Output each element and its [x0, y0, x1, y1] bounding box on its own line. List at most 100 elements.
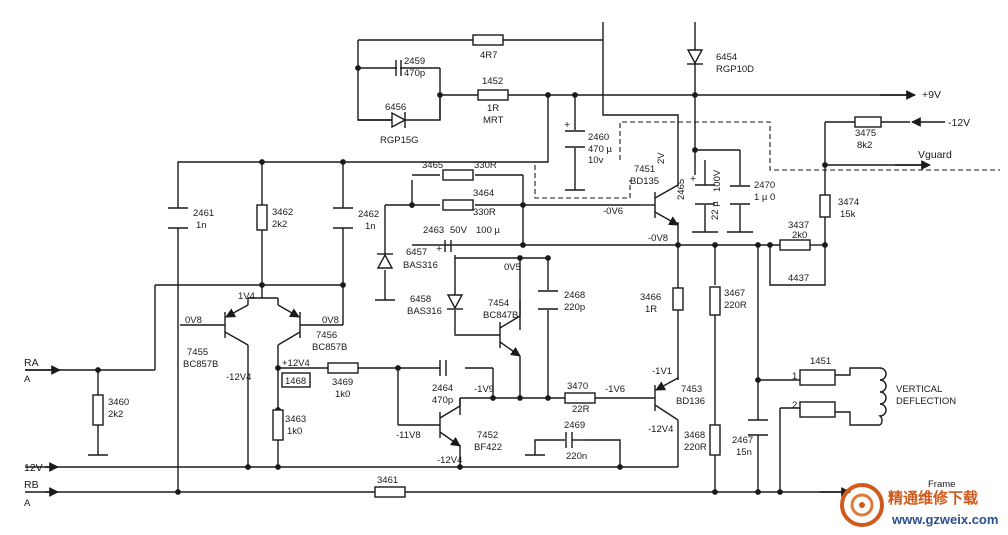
- ref-2463: 2463: [423, 225, 444, 236]
- val2-2463: 100 µ: [476, 225, 500, 236]
- val-2469: 220n: [566, 451, 587, 462]
- ref-3468: 3468: [684, 430, 705, 441]
- capacitor-2460: + 2460 470 µ 10v: [564, 119, 612, 166]
- ref-3460: 3460: [108, 397, 129, 408]
- val-2467: 15n: [736, 447, 752, 458]
- resistor-3463: 3463 1k0: [272, 409, 306, 441]
- val2-2460: 10v: [588, 155, 604, 166]
- val2-2465: 100V: [712, 169, 723, 192]
- ref-3464: 3464: [473, 188, 494, 199]
- val-6458: BAS316: [407, 306, 442, 317]
- val-1452: 1R: [487, 103, 499, 114]
- ref-6458: 6458: [410, 294, 431, 305]
- ref-3474: 3474: [838, 197, 859, 208]
- deflection-coil: VERTICAL DEFLECTION: [878, 367, 956, 426]
- val-6454: RGP10D: [716, 64, 754, 75]
- val-7456: BC857B: [312, 342, 347, 353]
- transistor-7456: 7456 BC857B: [247, 285, 347, 353]
- volt-m1v1: -1V1: [652, 366, 672, 377]
- ref-6456: 6456: [385, 102, 406, 113]
- ref-7451: 7451: [634, 164, 655, 175]
- val-3463: 1k0: [287, 426, 302, 437]
- volt-0v8b: 0V8: [322, 315, 339, 326]
- volt-m0v6: -0V6: [603, 206, 623, 217]
- wires: [25, 22, 925, 493]
- volt-m11v8: -11V8: [396, 430, 421, 441]
- val-7453: BD136: [676, 396, 705, 407]
- volt-m12v4b: -12V4: [437, 455, 462, 466]
- watermark-logo-icon: [840, 483, 884, 527]
- voltage-labels: 2V -0V6 -0V8 0V5 1V4 0V8 0V8 -12V4 +12V4…: [185, 152, 673, 466]
- pin2-1451: 2: [792, 400, 797, 411]
- resistor-3469: 3469 1k0: [327, 362, 359, 400]
- volt-m1v6: -1V6: [605, 384, 625, 395]
- ref-3461: 3461: [377, 475, 398, 486]
- ref-3469: 3469: [332, 377, 353, 388]
- rail-rb-sub: A: [24, 498, 31, 509]
- val-7452: BF422: [474, 442, 502, 453]
- ref-3465: 3465: [422, 160, 443, 171]
- val2-1452: MRT: [483, 115, 504, 126]
- ref-2468: 2468: [564, 290, 585, 301]
- plus-2463: +: [436, 243, 442, 255]
- volt-1v4: 1V4: [238, 291, 255, 302]
- ref-7456: 7456: [316, 330, 337, 341]
- rail-arrows: [25, 90, 945, 497]
- watermark-cn: 精通维修下载: [888, 489, 978, 507]
- val-7455: BC857B: [183, 359, 218, 370]
- transistor-7453: 7453 BD136: [652, 377, 705, 421]
- ref-3467: 3467: [724, 288, 745, 299]
- capacitor-2462: 2462 1n: [333, 207, 379, 232]
- ref-2464: 2464: [432, 383, 453, 394]
- resistor-3460: 3460 2k2: [92, 394, 129, 426]
- capacitor-2465: + 2465 100V 22 µ: [676, 169, 723, 220]
- resistor-3468: 3468 220R: [684, 424, 721, 456]
- ref-3463: 3463: [285, 414, 306, 425]
- val-3474: 15k: [840, 209, 856, 220]
- diode-6456: 6456 RGP15G: [358, 102, 419, 146]
- val-3464: 330R: [473, 207, 496, 218]
- val-2464: 470p: [432, 395, 453, 406]
- resistor-3437: 3437 2k0 4437: [779, 220, 811, 284]
- volt-m12v4c: -12V4: [648, 424, 673, 435]
- rail-frame: Frame: [928, 479, 955, 490]
- transistor-7455: 7455 BC857B: [183, 304, 249, 370]
- plus-2465: +: [690, 173, 696, 185]
- ref-1451: 1451: [810, 356, 831, 367]
- diode-6454: 6454 RGP10D: [686, 49, 754, 75]
- capacitor-2459: 2459 470p: [395, 56, 425, 79]
- ref-3470: 3470: [567, 381, 588, 392]
- coil-label-line1: VERTICAL: [896, 384, 942, 395]
- val-2460: 470 µ: [588, 144, 612, 155]
- coil-label-line2: DEFLECTION: [896, 396, 956, 407]
- val-6456: RGP15G: [380, 135, 419, 146]
- volt-2v: 2V: [656, 152, 667, 164]
- ref-7453: 7453: [681, 384, 702, 395]
- resistor-3464: 3464 330R: [442, 188, 496, 218]
- box-1468: 1468: [281, 372, 311, 388]
- ref-3466: 3466: [640, 292, 661, 303]
- connector-1451: 1451 1 2: [792, 356, 836, 418]
- plus-2460: +: [564, 119, 570, 131]
- ref-2469: 2469: [564, 420, 585, 431]
- resistor-3475: 3475 8k2: [854, 116, 882, 151]
- diode-6458: 6458 BAS316: [407, 294, 464, 317]
- val-2465: 22 µ: [710, 201, 721, 220]
- rail-minus12v: -12V: [948, 117, 970, 129]
- resistor-3474: 3474 15k: [819, 194, 859, 220]
- ref-3475: 3475: [855, 128, 876, 139]
- capacitor-2469: 2469 220n: [564, 420, 587, 462]
- val-3466: 1R: [645, 304, 657, 315]
- ref-1468: 1468: [285, 376, 306, 387]
- ref-1452: 1452: [482, 76, 503, 87]
- val-3470: 22R: [572, 404, 590, 415]
- ref-2460: 2460: [588, 132, 609, 143]
- ref-7452: 7452: [477, 430, 498, 441]
- transistor-7454: 7454 BC847B: [483, 298, 521, 370]
- val-2459: 470p: [404, 68, 425, 79]
- ref-2467: 2467: [732, 435, 753, 446]
- volt-12v4: +12V4: [282, 358, 310, 369]
- rail-rb: RB: [24, 479, 39, 491]
- rail-12v: 12V: [24, 462, 43, 474]
